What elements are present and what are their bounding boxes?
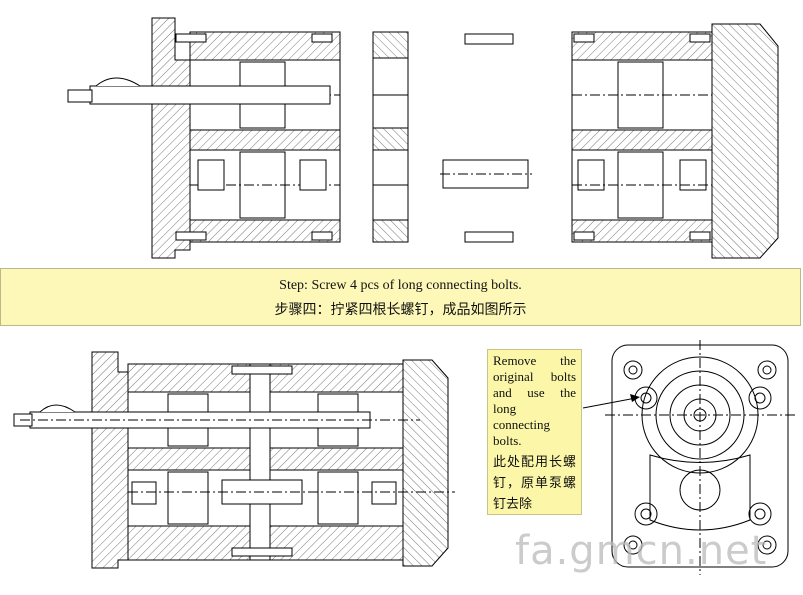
watermark: fa.gmcn.net <box>515 528 768 574</box>
note-text-chinese: 此处配用长螺钉，原单泵螺钉去除 <box>493 455 576 512</box>
rear-pump-section <box>571 23 779 259</box>
step-caption-english: Step: Screw 4 pcs of long connecting bol… <box>279 278 522 293</box>
pump-end-view <box>605 340 795 575</box>
middle-plate-section <box>372 31 409 243</box>
step-banner: Step: Screw 4 pcs of long connecting bol… <box>0 268 801 326</box>
assembled-pump-section <box>13 351 455 569</box>
front-cover-section <box>67 17 341 259</box>
bolt-note-box: Remove the original bolts and use the lo… <box>487 349 582 515</box>
note-text-english: Remove the original bolts and use the lo… <box>493 353 576 448</box>
step-caption-chinese: 步骤四：拧紧四根长螺钉，成品如图所示 <box>274 302 527 318</box>
dowel-pins <box>440 33 532 243</box>
